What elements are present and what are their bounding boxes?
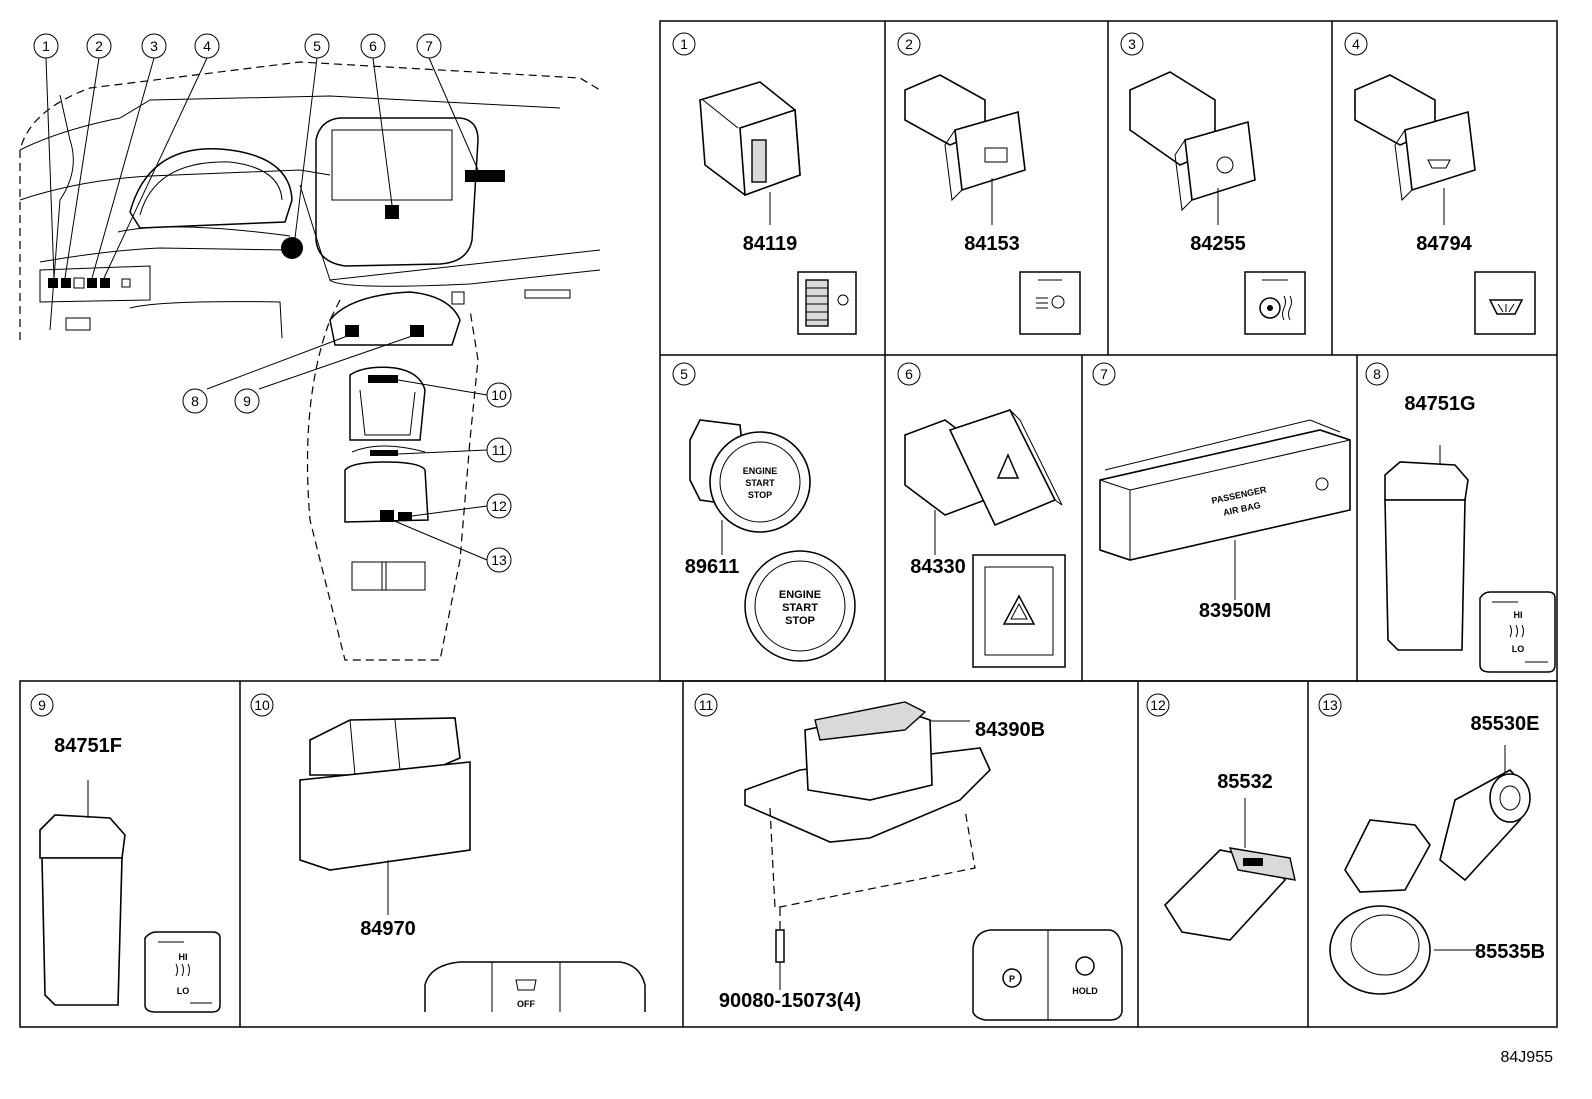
part-number-85535B: 85535B	[1475, 941, 1545, 963]
overview-callout-1: 1	[42, 38, 50, 54]
part-number-89611: 89611	[685, 556, 740, 578]
overview-callout-5: 5	[313, 38, 321, 54]
start-label-stop: STOP	[748, 490, 772, 500]
overview-callout-4: 4	[203, 38, 211, 54]
seat-heater-lo-right: LO	[1512, 644, 1525, 654]
cell-7-airbag-indicator	[1099, 419, 1351, 600]
cell-callout-9: 9	[38, 697, 46, 713]
overview-callout-10: 10	[491, 387, 507, 403]
cell-4-windshield-deicer-switch	[1354, 74, 1536, 335]
overview-callout-7: 7	[425, 38, 433, 54]
cell-callout-13: 13	[1322, 697, 1338, 713]
diagram-code: 84J955	[1501, 1049, 1554, 1066]
cell-11-parking-brake-switch	[744, 701, 1123, 1021]
cell-callout-7: 7	[1100, 366, 1108, 382]
traction-off-label: OFF	[517, 999, 535, 1009]
cell-6-hazard-switch	[904, 409, 1066, 668]
start-label-engine: ENGINE	[743, 466, 778, 476]
cell-callout-11: 11	[699, 697, 714, 713]
cell-5-engine-start-switch	[689, 419, 856, 662]
cell-callout-4: 4	[1352, 36, 1360, 52]
grid-frame	[19, 20, 1558, 1028]
part-number-84255: 84255	[1190, 233, 1246, 255]
cell-13-power-outlet	[1329, 745, 1531, 995]
cell-callout-5: 5	[680, 366, 688, 382]
overview-callout-12: 12	[491, 498, 507, 514]
cell-callout-8: 8	[1373, 366, 1381, 382]
cell-3-heated-steering-switch	[1129, 71, 1306, 335]
cell-callout-3: 3	[1128, 36, 1136, 52]
cell-callout-1: 1	[680, 36, 688, 52]
part-number-84970: 84970	[360, 918, 416, 940]
part-number-85532: 85532	[1217, 771, 1273, 793]
overview-callout-9: 9	[243, 393, 251, 409]
overview-callout-11: 11	[492, 442, 507, 458]
cell-10-traction-control-switch	[299, 717, 646, 1012]
overview-callouts	[33, 33, 512, 573]
engine-start-location	[281, 237, 303, 259]
start-label-start: START	[745, 478, 775, 488]
part-number-84119: 84119	[743, 233, 798, 255]
part-number-83950M: 83950M	[1199, 600, 1271, 622]
cell-callout-2: 2	[905, 36, 913, 52]
seat-heater-hi-left: HI	[179, 952, 188, 962]
cell-2-headlight-level-switch	[904, 74, 1081, 335]
parking-p-label: P	[1009, 974, 1015, 984]
cell-1-dimmer-switch	[699, 81, 857, 335]
overview-callout-2: 2	[95, 38, 103, 54]
cell-callout-12: 12	[1150, 697, 1166, 713]
part-number-84794: 84794	[1416, 233, 1472, 255]
cell-callout-10: 10	[254, 697, 270, 713]
overview-callout-8: 8	[191, 393, 199, 409]
switch-cluster-left	[48, 277, 131, 289]
cell-callout-6: 6	[905, 366, 913, 382]
part-number-84390B: 84390B	[975, 719, 1045, 741]
start-label-engine-large: ENGINE	[779, 589, 821, 601]
seat-heater-hi-right: HI	[1514, 610, 1523, 620]
overview-callout-6: 6	[369, 38, 377, 54]
part-number-84751F: 84751F	[54, 735, 122, 757]
part-number-85530E: 85530E	[1471, 713, 1540, 735]
part-number-84330: 84330	[910, 556, 966, 578]
start-label-start-large: START	[782, 602, 818, 614]
seat-heater-lo-left: LO	[177, 986, 190, 996]
part-number-84153: 84153	[964, 233, 1020, 255]
part-number-90080-15073: 90080-15073(4)	[719, 990, 861, 1012]
overview-callout-3: 3	[150, 38, 158, 54]
start-label-stop-large: STOP	[785, 615, 815, 627]
overview-callout-13: 13	[491, 552, 507, 568]
cell-12-usb-socket	[1163, 798, 1296, 941]
hold-label: HOLD	[1072, 986, 1098, 996]
part-number-84751G: 84751G	[1404, 393, 1475, 415]
dashboard-overview: 1 2 3 4 5 6 7 8 9 10 11 12 13	[19, 33, 601, 661]
cell-8-seat-heater-switch-right	[1384, 445, 1556, 673]
cell-9-seat-heater-switch-left	[39, 780, 221, 1013]
